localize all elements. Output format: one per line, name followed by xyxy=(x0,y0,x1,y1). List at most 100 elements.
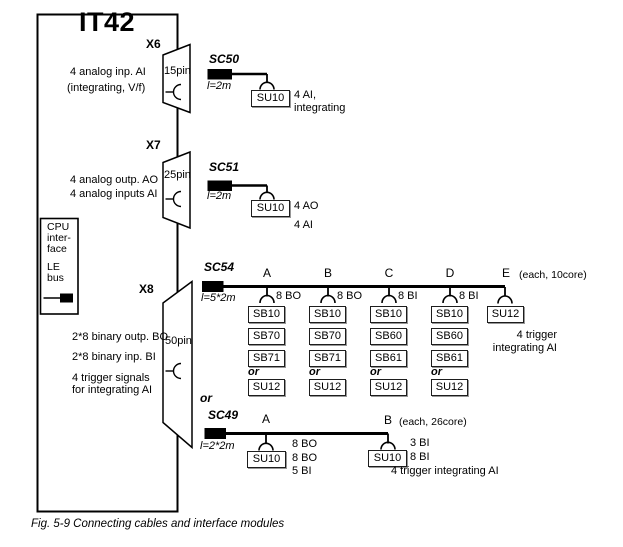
sc49-b-note2: 8 BI xyxy=(410,451,430,463)
sc50-name: SC50 xyxy=(209,52,240,66)
sc54-e-desc1: 4 trigger xyxy=(516,329,557,341)
cpu-box-line1: CPU xyxy=(47,221,70,233)
sc54-branch-a-letter: A xyxy=(262,266,271,280)
sc49-branch-b-letter: B xyxy=(383,413,392,427)
sc51-plug xyxy=(207,180,232,191)
x6-connector-trapezoid xyxy=(162,43,191,114)
sc49-branch-b-note: (each, 26core) xyxy=(399,416,467,428)
sc54-branch-e-letter: E xyxy=(501,266,510,280)
sc54-arc-b xyxy=(320,294,336,304)
sc54-b-signal: 8 BO xyxy=(337,290,363,302)
sc51-length: l=2m xyxy=(207,190,232,202)
sc54-branch-b-letter: B xyxy=(323,266,332,280)
x8-socket-icon xyxy=(165,362,182,380)
x6-socket-icon xyxy=(165,83,182,101)
x8-desc-line2: 2*8 binary inp. BI xyxy=(72,351,156,363)
sc49-a-module-su10: SU10 xyxy=(247,451,286,468)
cpu-box-line4: LE xyxy=(47,261,60,273)
or-label-c: or xyxy=(370,366,381,378)
sc50-plug xyxy=(207,69,232,80)
module-box: SU12 xyxy=(248,379,285,396)
sc49-arc-b xyxy=(380,441,396,450)
module-box: SB10 xyxy=(248,306,285,323)
cpu-box-line3: face xyxy=(47,243,67,255)
sc54-branch-c-letter: C xyxy=(384,266,394,280)
module-box: SB61 xyxy=(431,350,468,367)
sc54-d-signal: 8 BI xyxy=(459,290,479,302)
module-box: SB10 xyxy=(309,306,346,323)
or-label-a: or xyxy=(248,366,259,378)
x8-desc-line4: for integrating AI xyxy=(72,384,153,396)
board-title: IT42 xyxy=(78,7,136,37)
sc51-cable xyxy=(207,180,275,200)
or-label-b: or xyxy=(309,366,320,378)
sc50-length: l=2m xyxy=(207,80,232,92)
module-box: SB71 xyxy=(309,350,346,367)
sc49-b-note1: 3 BI xyxy=(410,437,430,449)
sc49-arc-a xyxy=(258,442,274,451)
x7-desc-line2: 4 analog inputs AI xyxy=(70,188,158,200)
sc54-branch-e-note: (each, 10core) xyxy=(519,269,587,281)
x8-desc-line3: 4 trigger signals xyxy=(72,372,150,384)
sc50-cable xyxy=(207,69,275,90)
x7-label: X7 xyxy=(146,138,161,152)
module-box: SB60 xyxy=(431,328,468,345)
figure-caption: Fig. 5-9 Connecting cables and interface… xyxy=(31,518,285,530)
sc50-module-su10: SU10 xyxy=(251,90,290,107)
module-box: SB10 xyxy=(370,306,407,323)
sc49-b-module-su10: SU10 xyxy=(368,450,407,467)
sc51-module-su10: SU10 xyxy=(251,200,290,217)
x7-socket-icon xyxy=(165,190,182,208)
sc49-cable xyxy=(204,428,396,451)
module-box: SB70 xyxy=(309,328,346,345)
x7-connector-trapezoid xyxy=(162,150,191,230)
x7-pin-count: 25pin xyxy=(164,169,191,181)
or-label-cables: or xyxy=(200,391,212,405)
sc51-note1: 4 AO xyxy=(294,200,319,212)
sc49-b-note3: 4 trigger integrating AI xyxy=(391,465,499,477)
sc49-a-note3: 5 BI xyxy=(292,465,312,477)
sc50-branch-arc xyxy=(259,81,275,90)
sc54-e-desc2: integrating AI xyxy=(492,342,557,354)
sc49-name: SC49 xyxy=(208,408,239,422)
it42-board-outline xyxy=(36,13,179,513)
sc49-length: l=2*2m xyxy=(200,440,235,452)
module-box: SU12 xyxy=(487,306,524,323)
module-box: SB60 xyxy=(370,328,407,345)
sc54-length: l=5*2m xyxy=(201,292,236,304)
module-box: SB71 xyxy=(248,350,285,367)
le-bus-connector-plug xyxy=(60,293,73,303)
sc54-branch-d-letter: D xyxy=(445,266,455,280)
module-box: SU12 xyxy=(370,379,407,396)
sc50-note1: 4 AI, xyxy=(294,89,317,101)
sc54-a-signal: 8 BO xyxy=(276,290,302,302)
sc54-cable xyxy=(202,281,513,304)
sc50-note2: integrating xyxy=(294,102,346,114)
cpu-box-line2: inter- xyxy=(47,232,71,244)
sc49-a-note1: 8 BO xyxy=(292,438,318,450)
module-box: SB70 xyxy=(248,328,285,345)
module-box: SU12 xyxy=(309,379,346,396)
x8-label: X8 xyxy=(139,282,154,296)
sc54-arc-a xyxy=(259,294,275,304)
x6-desc-line1: 4 analog inp. AI xyxy=(70,66,146,78)
x6-pin-count: 15pin xyxy=(164,65,191,77)
sc49-branch-a-letter: A xyxy=(261,412,270,426)
sc54-arc-c xyxy=(381,294,397,304)
sc54-arc-d xyxy=(442,294,458,304)
x6-desc-line2: (integrating, V/f) xyxy=(67,82,146,94)
sc49-plug xyxy=(204,428,226,439)
x6-label: X6 xyxy=(146,37,161,51)
module-box: SB10 xyxy=(431,306,468,323)
module-box: SB61 xyxy=(370,350,407,367)
sc51-branch-arc xyxy=(259,191,275,200)
sc54-name: SC54 xyxy=(204,260,235,274)
sc49-a-note2: 8 BO xyxy=(292,452,318,464)
cpu-box-line5: bus xyxy=(47,272,64,284)
x8-pin-count: 50pin xyxy=(165,335,192,347)
x7-desc-line1: 4 analog outp. AO xyxy=(70,174,159,186)
sc54-c-signal: 8 BI xyxy=(398,290,418,302)
sc54-arc-e xyxy=(497,295,513,304)
